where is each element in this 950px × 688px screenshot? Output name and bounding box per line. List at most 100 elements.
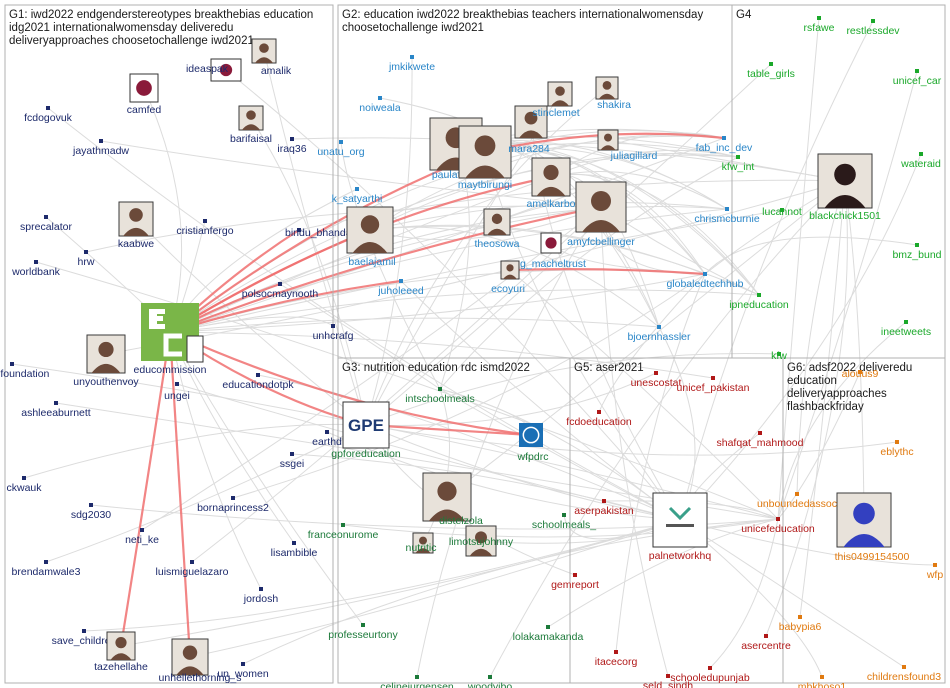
person-photo-icon[interactable] <box>576 182 626 232</box>
wfp-logo-icon[interactable] <box>519 423 543 447</box>
node-dot[interactable] <box>256 373 260 377</box>
node-dot[interactable] <box>22 476 26 480</box>
node-maytbirungi[interactable]: maytbirungi <box>458 126 512 191</box>
node-dot[interactable] <box>231 496 235 500</box>
node-dot[interactable] <box>331 324 335 328</box>
person-photo-icon[interactable] <box>239 106 263 130</box>
person-photo-icon[interactable] <box>818 154 872 208</box>
node-bmz-bund[interactable]: bmz_bund <box>892 243 941 261</box>
node-dot[interactable] <box>795 492 799 496</box>
node-itacecorg[interactable]: itacecorg <box>595 650 638 668</box>
node-kfw[interactable]: kfw <box>771 350 787 362</box>
node-dot[interactable] <box>82 629 86 633</box>
node-dot[interactable] <box>666 674 670 678</box>
node-dot[interactable] <box>736 155 740 159</box>
camfed-logo-icon[interactable] <box>130 74 158 102</box>
node-gemreport[interactable]: gemreport <box>551 573 599 591</box>
node-dot[interactable] <box>654 371 658 375</box>
node-dot[interactable] <box>708 666 712 670</box>
node-dot[interactable] <box>769 62 773 66</box>
node-dot[interactable] <box>341 523 345 527</box>
node-cristianfergo[interactable]: cristianfergo <box>176 219 233 237</box>
node-dot[interactable] <box>399 279 403 283</box>
node-iraq36[interactable]: iraq36 <box>277 137 306 155</box>
node-unatu-org[interactable]: unatu_org <box>317 140 364 158</box>
node-dot[interactable] <box>871 19 875 23</box>
node-unhcrafg[interactable]: unhcrafg <box>313 324 354 342</box>
node-lucannot[interactable]: lucannot <box>762 206 802 218</box>
node-dot[interactable] <box>757 293 761 297</box>
node-dot[interactable] <box>203 219 207 223</box>
node-dot[interactable] <box>602 499 606 503</box>
node-unboundedassoc[interactable]: unboundedassoc <box>757 492 837 510</box>
node-kaabwe[interactable]: kaabwe <box>118 202 154 250</box>
node-dot[interactable] <box>89 503 93 507</box>
node-dot[interactable] <box>758 431 762 435</box>
node-dot[interactable] <box>290 137 294 141</box>
node-dot[interactable] <box>722 136 726 140</box>
node-stinclemet[interactable]: stinclemet <box>532 82 579 119</box>
node-alouus9[interactable]: alouus9 <box>842 368 879 380</box>
node-dot[interactable] <box>904 320 908 324</box>
node-jordosh[interactable]: jordosh <box>243 587 279 605</box>
node-dot[interactable] <box>820 675 824 679</box>
node-shakira[interactable]: shakira <box>596 77 631 111</box>
node-jmkikwete[interactable]: jmkikwete <box>388 55 435 73</box>
node-dot[interactable] <box>10 362 14 366</box>
node-unicef-pakistan[interactable]: unicef_pakistan <box>677 376 750 394</box>
node-amyfcbellinger[interactable]: amyfcbellinger <box>567 182 635 248</box>
node-dot[interactable] <box>915 69 919 73</box>
node-chrismcburnie[interactable]: chrismcburnie <box>694 207 760 225</box>
person-photo-icon[interactable] <box>532 158 570 196</box>
node-unicefeducation[interactable]: unicefeducation <box>741 517 815 535</box>
node-dot[interactable] <box>764 634 768 638</box>
node-jayathmadw[interactable]: jayathmadw <box>72 139 129 157</box>
node-hrw[interactable]: hrw <box>78 250 95 268</box>
node-eblythc[interactable]: eblythc <box>880 440 913 458</box>
node-dot[interactable] <box>703 272 707 276</box>
person-photo-icon[interactable] <box>837 493 891 547</box>
node-ckwauk[interactable]: ckwauk <box>6 476 42 494</box>
node-baelajamil[interactable]: baelajamil <box>347 207 396 268</box>
node-dot[interactable] <box>919 152 923 156</box>
node-ungei[interactable]: ungei <box>164 382 190 402</box>
node-brendamwale3[interactable]: brendamwale3 <box>12 560 81 578</box>
node-dot[interactable] <box>817 16 821 20</box>
node-dot[interactable] <box>34 260 38 264</box>
node-dot[interactable] <box>278 282 282 286</box>
ec-logo-icon[interactable] <box>141 303 203 362</box>
node-fab-inc-dev[interactable]: fab_inc_dev <box>696 136 753 154</box>
node-wfp[interactable]: wfp <box>926 563 944 581</box>
node-distelzola[interactable]: distelzola <box>423 473 483 527</box>
node-amelkarbo[interactable]: amelkarbo <box>526 158 575 210</box>
node-dot[interactable] <box>614 650 618 654</box>
node-worldbank[interactable]: worldbank <box>11 260 61 278</box>
node-blackchick1501[interactable]: blackchick1501 <box>809 154 881 222</box>
pal-network-logo-icon[interactable] <box>653 493 707 547</box>
node-un-women[interactable]: un_women <box>217 662 269 680</box>
person-photo-icon[interactable] <box>119 202 153 236</box>
node-sprecalator[interactable]: sprecalator <box>20 215 72 233</box>
node-dot[interactable] <box>241 662 245 666</box>
macheltrust-logo-icon[interactable] <box>541 233 561 253</box>
person-photo-icon[interactable] <box>172 639 208 675</box>
node-intschoolmeals[interactable]: intschoolmeals <box>405 387 474 405</box>
node-dot[interactable] <box>895 440 899 444</box>
node-k-satyarthi[interactable]: k_satyarthi <box>332 187 383 205</box>
person-photo-icon[interactable] <box>596 77 618 99</box>
node-lolakamakanda[interactable]: lolakamakanda <box>513 625 584 643</box>
node-dot[interactable] <box>546 625 550 629</box>
person-photo-icon[interactable] <box>484 209 510 235</box>
node-dot[interactable] <box>175 382 179 386</box>
node-dot[interactable] <box>933 563 937 567</box>
node-childrensfound3[interactable]: childrensfound3 <box>867 665 941 683</box>
person-photo-icon[interactable] <box>347 207 393 253</box>
person-photo-icon[interactable] <box>459 126 511 178</box>
node-dot[interactable] <box>290 452 294 456</box>
node-dot[interactable] <box>140 528 144 532</box>
node-dot[interactable] <box>711 376 715 380</box>
node-kfw-int[interactable]: kfw_int <box>722 155 755 173</box>
node-wateraid[interactable]: wateraid <box>900 152 941 170</box>
person-photo-icon[interactable] <box>598 130 618 150</box>
person-photo-icon[interactable] <box>548 82 572 106</box>
